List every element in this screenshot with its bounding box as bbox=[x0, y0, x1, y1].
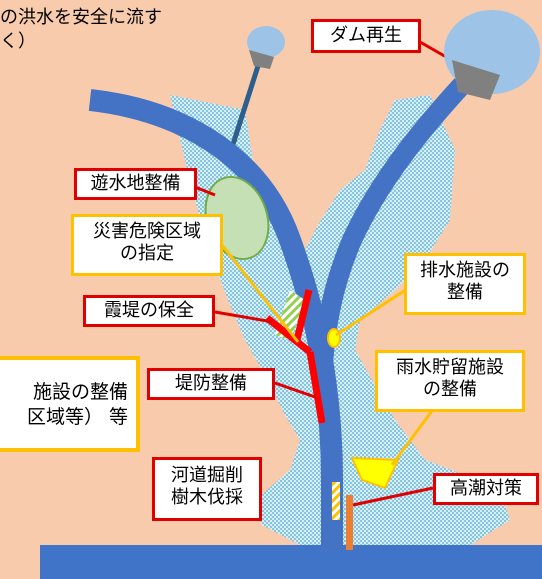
top-caption-line2: く） bbox=[0, 31, 36, 52]
label-river-dredging: 河道掘削 樹木伐採 bbox=[152, 457, 262, 521]
label-kasumi-levee: 霞堤の保全 bbox=[83, 295, 215, 327]
label-disaster-zone-line1: 災害危険区域 bbox=[93, 221, 201, 242]
river-main bbox=[88, 89, 343, 550]
left-dam bbox=[247, 26, 285, 69]
river-right-branch bbox=[312, 78, 470, 381]
label-rainwater-storage-line1: 雨水貯留施設 bbox=[396, 357, 504, 378]
rainwater-storage bbox=[350, 456, 400, 490]
label-river-dredging-line2: 樹木伐採 bbox=[171, 487, 243, 508]
label-drainage-facility-line2: 整備 bbox=[447, 282, 483, 303]
label-drainage-facility: 排水施設の 整備 bbox=[404, 253, 526, 315]
label-rainwater-storage-line2: の整備 bbox=[423, 379, 477, 400]
label-rainwater-storage: 雨水貯留施設 の整備 bbox=[375, 350, 525, 412]
label-retention-basin: 遊水地整備 bbox=[74, 168, 197, 200]
label-facility-improvement-line2: 区域等） 等 bbox=[26, 406, 128, 428]
top-caption-line1: の洪水を安全に流す bbox=[0, 7, 162, 28]
label-facility-improvement-line1: 施設の整備 bbox=[32, 381, 128, 403]
river-dredging bbox=[332, 482, 340, 520]
label-drainage-facility-line1: 排水施設の bbox=[420, 260, 510, 281]
sea bbox=[40, 545, 542, 579]
label-disaster-zone: 災害危険区域 の指定 bbox=[71, 214, 223, 276]
drainage-facility bbox=[327, 328, 341, 348]
right-dam bbox=[444, 10, 540, 100]
levee-segment-2 bbox=[306, 351, 326, 424]
label-facility-improvement: 施設の整備 区域等） 等 bbox=[0, 356, 140, 452]
connector-lines bbox=[194, 40, 449, 507]
levee-segment-1 bbox=[293, 289, 313, 341]
label-disaster-zone-line2: の指定 bbox=[120, 243, 174, 264]
high-tide-wall bbox=[346, 495, 353, 550]
label-river-dredging-line1: 河道掘削 bbox=[171, 465, 243, 486]
label-high-tide: 高潮対策 bbox=[433, 473, 539, 505]
label-levee-improvement: 堤防整備 bbox=[147, 368, 275, 400]
label-dam-regeneration: ダム再生 bbox=[311, 19, 421, 53]
kasumi-levee bbox=[264, 315, 313, 355]
